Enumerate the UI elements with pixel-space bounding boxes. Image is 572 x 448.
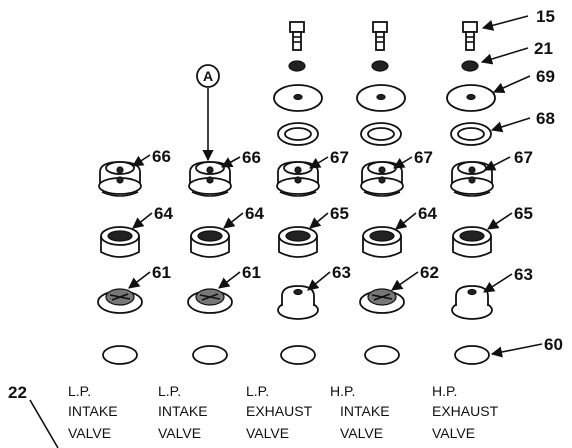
cover-67-col4: [360, 161, 404, 197]
ref-66a: 66: [152, 147, 171, 166]
sleeve-64-col2: [190, 226, 230, 258]
seat-ring-col1: [102, 345, 138, 365]
ref-63a: 63: [332, 263, 351, 282]
svg-text:INTAKE: INTAKE: [158, 403, 208, 419]
leader-64c: [395, 212, 417, 230]
ref-15: 15: [536, 7, 555, 26]
valve-61-col1: [97, 288, 143, 314]
svg-text:INTAKE: INTAKE: [340, 403, 390, 419]
nut-21-col3: [288, 60, 306, 72]
ref-69: 69: [536, 67, 555, 86]
leader-67b: [393, 156, 413, 169]
seat-ring-col4: [364, 345, 400, 365]
leader-61a: [128, 271, 151, 289]
bolt-15-col4: [372, 21, 388, 51]
svg-text:EXHAUST: EXHAUST: [432, 403, 499, 419]
callout-a-letter: A: [203, 68, 213, 84]
svg-text:VALVE: VALVE: [68, 425, 111, 441]
column-label-4: H.P. INTAKE VALVE: [330, 383, 390, 441]
svg-text:L.P.: L.P.: [246, 383, 269, 399]
ring-68-col3: [277, 122, 319, 146]
leader-62: [391, 271, 419, 291]
callout-a-circle: [196, 64, 220, 88]
ref-63b: 63: [514, 265, 533, 284]
sleeve-65-col5: [452, 226, 492, 258]
svg-text:H.P.: H.P.: [432, 383, 457, 399]
leader-21: [480, 47, 529, 65]
leader-15: [481, 15, 529, 31]
leader-64b: [223, 212, 244, 229]
svg-text:VALVE: VALVE: [158, 425, 201, 441]
svg-text:VALVE: VALVE: [432, 425, 475, 441]
leader-63a: [307, 271, 331, 291]
ref-67a: 67: [330, 148, 349, 167]
bolt-15-col3: [289, 21, 305, 51]
ref-66b: 66: [242, 148, 261, 167]
cover-66-col2: [188, 161, 232, 197]
valve-63-col5: [451, 285, 493, 320]
ref-62: 62: [420, 263, 439, 282]
ref-64a: 64: [154, 204, 173, 223]
ref-60: 60: [544, 335, 563, 354]
ref-22: 22: [8, 383, 27, 402]
leader-22: [29, 399, 59, 448]
valve-63-col3: [277, 285, 319, 320]
cover-66-col1: [98, 161, 142, 197]
sleeve-65-col3: [278, 226, 318, 258]
ref-67b: 67: [414, 148, 433, 167]
ref-65a: 65: [330, 204, 349, 223]
svg-text:INTAKE: INTAKE: [68, 403, 118, 419]
column-label-2: L.P. INTAKE VALVE: [158, 383, 208, 441]
cover-67-col5: [450, 161, 494, 197]
leader-67a: [309, 156, 329, 169]
valve-62-col4: [359, 288, 405, 314]
ring-68-col5: [450, 122, 492, 146]
column-label-1: L.P. INTAKE VALVE: [68, 383, 118, 441]
svg-text:H.P.: H.P.: [330, 383, 355, 399]
plate-69-col4: [356, 84, 406, 112]
sleeve-64-col4: [362, 226, 402, 258]
column-label-5: H.P. EXHAUST VALVE: [432, 383, 499, 441]
seat-ring-col3: [280, 345, 316, 365]
ring-68-col4: [360, 122, 402, 146]
leader-65a: [309, 212, 329, 229]
leader-65b: [487, 212, 513, 230]
ref-64b: 64: [245, 204, 264, 223]
column-label-3: L.P. EXHAUST VALVE: [246, 383, 313, 441]
leader-69: [492, 75, 531, 94]
cover-67-col3: [276, 161, 320, 197]
plate-69-col3: [273, 84, 323, 112]
svg-text:EXHAUST: EXHAUST: [246, 403, 313, 419]
leader-66a: [132, 154, 151, 167]
ref-68: 68: [536, 109, 555, 128]
ref-21: 21: [534, 39, 553, 58]
leader-66b: [221, 156, 241, 168]
ref-61b: 61: [242, 263, 261, 282]
ref-61a: 61: [152, 263, 171, 282]
svg-text:VALVE: VALVE: [340, 425, 383, 441]
leader-61b: [218, 271, 241, 289]
sleeve-64-col1: [100, 226, 140, 258]
leader-64a: [132, 212, 153, 229]
valve-61-col2: [187, 288, 233, 314]
nut-21-col5: [461, 60, 479, 72]
seat-ring-col2: [192, 345, 228, 365]
ref-65b: 65: [514, 204, 533, 223]
leader-68: [490, 117, 531, 133]
bolt-15-col5: [462, 21, 478, 51]
ref-67c: 67: [514, 148, 533, 167]
leader-63b: [483, 273, 513, 293]
ref-64c: 64: [418, 204, 437, 223]
svg-text:VALVE: VALVE: [246, 425, 289, 441]
seat-ring-col5: [454, 345, 490, 365]
svg-text:L.P.: L.P.: [68, 383, 91, 399]
plate-69-col5: [446, 84, 496, 112]
nut-21-col4: [371, 60, 389, 72]
leader-67c: [484, 156, 511, 171]
svg-text:L.P.: L.P.: [158, 383, 181, 399]
leader-60: [490, 343, 543, 358]
